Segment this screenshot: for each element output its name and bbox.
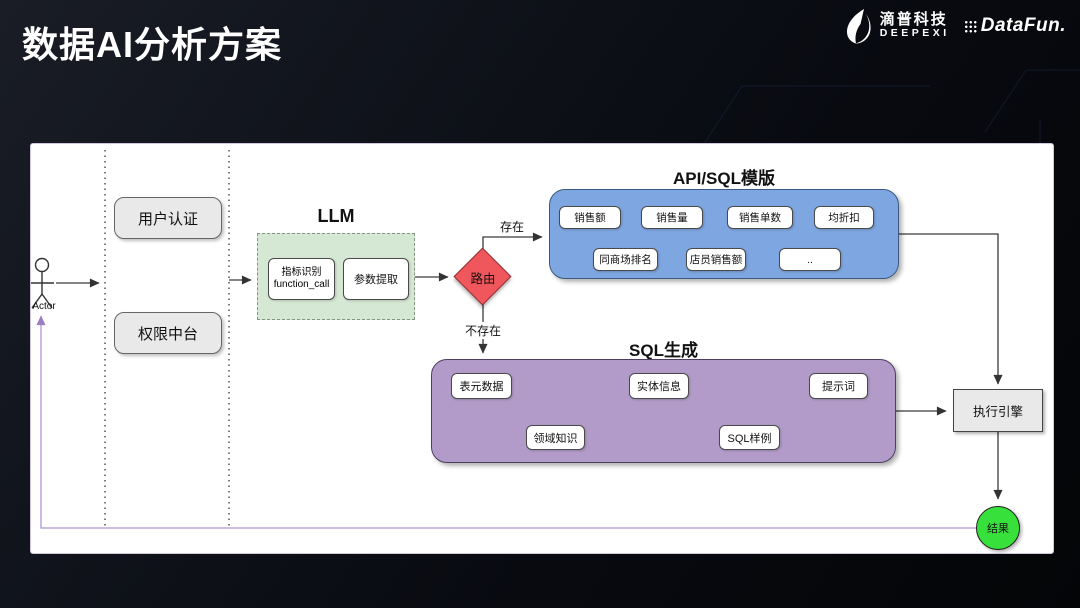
branch-not-exists-label: 不存在 — [458, 322, 508, 339]
metric-recognition-node: 指标识别 function_call — [268, 258, 335, 300]
api-template-chip: 店员销售额 — [686, 248, 746, 271]
api-template-chip: 同商场排名 — [593, 248, 658, 271]
sql-gen-node: 领域知识 — [526, 425, 585, 450]
api-template-chip: 均折扣 — [814, 206, 874, 229]
branch-exists-label: 存在 — [492, 218, 532, 235]
arrow-router-exists — [482, 232, 543, 250]
deepexi-drop-icon — [846, 9, 871, 44]
param-extraction-node: 参数提取 — [343, 258, 409, 300]
datafun-logo: DataFun. — [963, 15, 1066, 37]
result-circle: 结果 — [976, 506, 1020, 550]
auth-box: 用户认证 — [114, 197, 222, 239]
actor-icon — [31, 257, 54, 309]
page-title: 数据AI分析方案 — [22, 24, 283, 65]
sql-gen-node: 提示词 — [809, 373, 868, 399]
router-label: 路由 — [470, 271, 496, 286]
diagram-canvas: Actor 用户认证 权限中台 LLM 指标识别 function_call 参… — [30, 143, 1054, 554]
sql-gen-node: SQL样例 — [719, 425, 780, 450]
deepexi-name: 滴普科技 — [879, 10, 948, 28]
api-sql-title: API/SQL模版 — [672, 169, 775, 188]
datafun-dots-icon — [963, 20, 977, 33]
sql-gen-title: SQL生成 — [629, 341, 698, 360]
api-template-chip: .. — [779, 248, 841, 271]
permission-box: 权限中台 — [114, 312, 222, 354]
actor-label: Actor — [32, 301, 56, 312]
datafun-name: DataFun. — [980, 15, 1066, 36]
api-template-chip: 销售额 — [559, 206, 621, 229]
engine-box: 执行引擎 — [953, 389, 1043, 432]
deepexi-wordmark: 滴普科技 DEEPEXI — [879, 10, 950, 40]
llm-title: LLM — [317, 206, 355, 226]
deepexi-logo: 滴普科技 DEEPEXI — [843, 6, 950, 46]
api-template-chip: 销售量 — [641, 206, 703, 229]
api-template-chip: 销售单数 — [727, 206, 793, 229]
sql-gen-node: 表元数据 — [451, 373, 512, 399]
return-line-result-to-actor — [36, 315, 976, 529]
deepexi-sub: DEEPEXI — [879, 27, 950, 40]
arrow-api-to-engine — [899, 233, 1003, 385]
sql-gen-node: 实体信息 — [629, 373, 689, 399]
metric-recognition-line2: function_call — [273, 279, 330, 290]
metric-recognition-line1: 指标识别 — [281, 266, 322, 278]
branding: 滴普科技 DEEPEXI DataFun. — [843, 6, 1066, 46]
